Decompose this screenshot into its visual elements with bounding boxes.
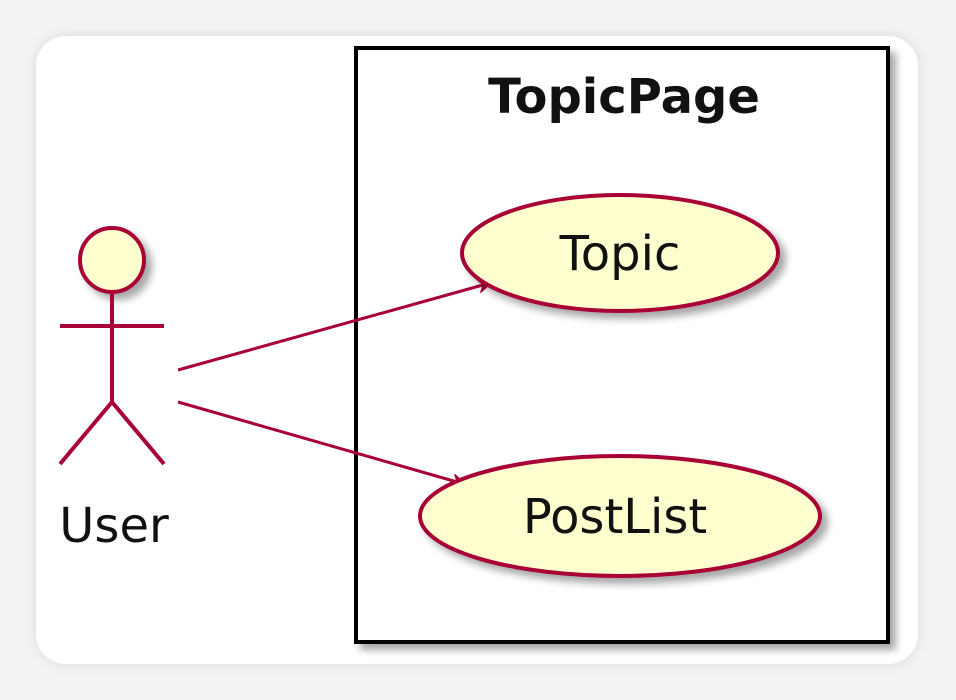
system-title: TopicPage xyxy=(488,69,760,125)
use-case-topic: Topic xyxy=(460,193,780,313)
actor-right-leg xyxy=(110,400,166,466)
associations xyxy=(177,283,490,484)
use-case-postlist-label: PostList xyxy=(523,489,707,545)
use-case-topic-label: Topic xyxy=(559,226,681,282)
association-user-postlist xyxy=(177,400,464,484)
actor-left-leg xyxy=(58,400,114,466)
actor-label: User xyxy=(59,498,169,554)
use-case-postlist: PostList xyxy=(418,454,822,578)
association-user-topic xyxy=(177,283,490,372)
actor-user xyxy=(58,226,166,466)
actor-head xyxy=(78,226,146,294)
